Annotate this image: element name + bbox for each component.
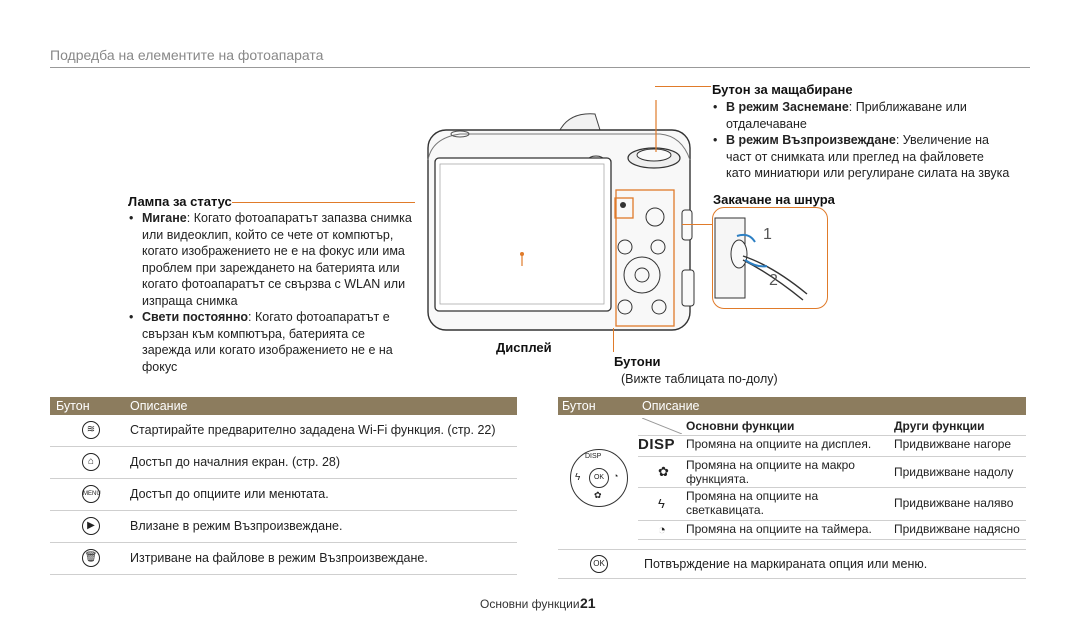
right-table-row: ✿ Промяна на опциите на макро функцията. П… [638,456,1026,488]
left-table-row-desc: Достъп до началния екран. (стр. 28) [130,455,341,469]
right-table-row-basic: Промяна на опциите на таймера. [686,522,872,536]
right-table-row-other: Придвижване нагоре [894,437,1012,451]
strap-step-1: 1 [763,226,772,243]
zoom-bullet-shooting-text: : Приближаване или отдалечаване [726,100,967,131]
left-table-header: Бутон Описание [50,397,517,415]
buttons-leader-line [613,328,614,352]
nav-dial-flash-glyph: ϟ [575,472,581,483]
subheader-other: Други функции [894,419,985,433]
status-lamp-steady-text: : Когато фотоапаратът е свързан към комп… [142,310,393,374]
wifi-icon: ≋ [82,421,100,439]
nav-dial-macro-glyph: ✿ [594,490,602,500]
right-table-row-other: Придвижване наляво [894,496,1014,510]
home-icon: ⌂ [82,453,100,471]
trash-icon: 🗑 [82,549,100,567]
strap-illustration [714,217,808,301]
right-table-row: ◔ Промяна на опциите на таймера. Придвижва… [638,520,1026,540]
right-table-subheader: Основни функции Други функции [638,417,1026,436]
buttons-callout-title: Бутони [614,354,661,369]
footer-section: Основни функции [480,597,580,611]
strap-step-2: 2 [769,272,778,289]
left-table-row: ⌂ Достъп до началния екран. (стр. 28) [50,447,517,479]
right-table-row-basic: Промяна на опциите на светкавицата. [686,489,819,517]
nav-dial-timer-glyph: ◔ [613,471,619,481]
zoom-bullet-playback-label: В режим Възпроизвеждане [726,133,896,147]
right-table-row: DISP Промяна на опциите на дисплея. Придви… [638,435,1026,457]
right-table-col-desc: Описание [642,399,700,413]
zoom-callout-title: Бутон за мащабиране [712,82,853,97]
left-table-col-desc: Описание [130,399,188,413]
display-callout-title: Дисплей [496,340,552,355]
left-table-row: 🗑 Изтриване на файлове в режим Възпроизве… [50,543,517,575]
footer-page-number: 21 [580,595,596,611]
strap-callout-title: Закачане на шнура [713,192,835,207]
left-table-row-desc: Стартирайте предварително зададена Wi-Fi… [130,423,496,437]
left-table-row: ▶ Влизане в режим Възпроизвеждане. [50,511,517,543]
ok-icon: OK [590,555,608,573]
zoom-callout: Бутон за мащабиране В режим Заснемане: П… [712,82,1012,182]
zoom-bullet-playback: В режим Възпроизвеждане: Увеличение на ч… [712,132,1012,182]
status-lamp-steady-label: Свети постоянно [142,310,249,324]
strap-leader-line [682,224,712,225]
left-table-col-button: Бутон [56,399,90,413]
menu-icon: MENU [82,485,101,503]
status-lamp-leader-line [232,202,415,203]
status-lamp-blink-text: : Когато фотоапаратът запазва снимка или… [142,211,412,308]
right-table-col-button: Бутон [562,399,596,413]
right-table-row-basic: Промяна на опциите на макро функцията. [686,458,855,486]
left-table-row-desc: Влизане в режим Възпроизвеждане. [130,519,343,533]
status-lamp-blink-label: Мигане [142,211,187,225]
header-divider [50,67,1030,68]
timer-icon: ◔ [658,521,666,537]
subheader-diagonal [642,418,682,434]
macro-icon: ✿ [658,463,669,479]
flash-icon: ϟ [658,495,665,511]
zoom-bullet-shooting: В режим Заснемане: Приближаване или отда… [712,99,1012,132]
left-table-row-desc: Достъп до опциите или менютата. [130,487,329,501]
nav-dial-icon: DISP OK ϟ ◔ ✿ [570,449,628,507]
right-table-row-other: Придвижване надолу [894,465,1014,479]
playback-icon: ▶ [82,517,100,535]
left-table-row-desc: Изтриване на файлове в режим Възпроизвеж… [130,551,428,565]
ok-row: OK Потвърждение на маркираната опция или… [558,549,1026,579]
left-table-row: MENU Достъп до опциите или менютата. [50,479,517,511]
status-lamp-bullet-steady: Свети постоянно: Когато фотоапаратът е с… [128,309,407,375]
strap-inset: 1 2 [712,207,828,309]
zoom-bullet-playback-text: : Увеличение на част от снимката или пре… [726,133,1010,180]
right-button-table: Бутон Описание Основни функции Други фун… [558,397,1026,579]
zoom-bullet-shooting-label: В режим Заснемане [726,100,849,114]
right-table-row: ϟ Промяна на опциите на светкавицата. Прид… [638,487,1026,521]
right-table-row-other: Придвижване надясно [894,522,1020,536]
zoom-leader-line [655,86,711,87]
status-lamp-callout: Лампа за статус Мигане: Когато фотоапара… [128,194,413,375]
buttons-callout-note: (Вижте таблицата по-долу) [621,372,778,386]
nav-dial-disp-label: DISP [585,453,602,460]
status-lamp-title: Лампа за статус [128,194,232,209]
right-table-header: Бутон Описание [558,397,1026,415]
disp-icon: DISP [638,436,676,453]
status-lamp-bullet-blink: Мигане: Когато фотоапаратът запазва сним… [128,210,413,309]
right-table-row-basic: Промяна на опциите на дисплея. [686,437,872,451]
left-button-table: Бутон Описание ≋ Стартирайте предварителн… [50,397,517,575]
camera-illustration [420,100,720,340]
ok-row-desc: Потвърждение на маркираната опция или ме… [644,557,928,571]
subheader-basic: Основни функции [686,419,795,433]
page-header-title: Подредба на елементите на фотоапарата [50,47,324,63]
left-table-row: ≋ Стартирайте предварително зададена Wi-F… [50,415,517,447]
nav-dial-ok-label: OK [589,468,609,488]
